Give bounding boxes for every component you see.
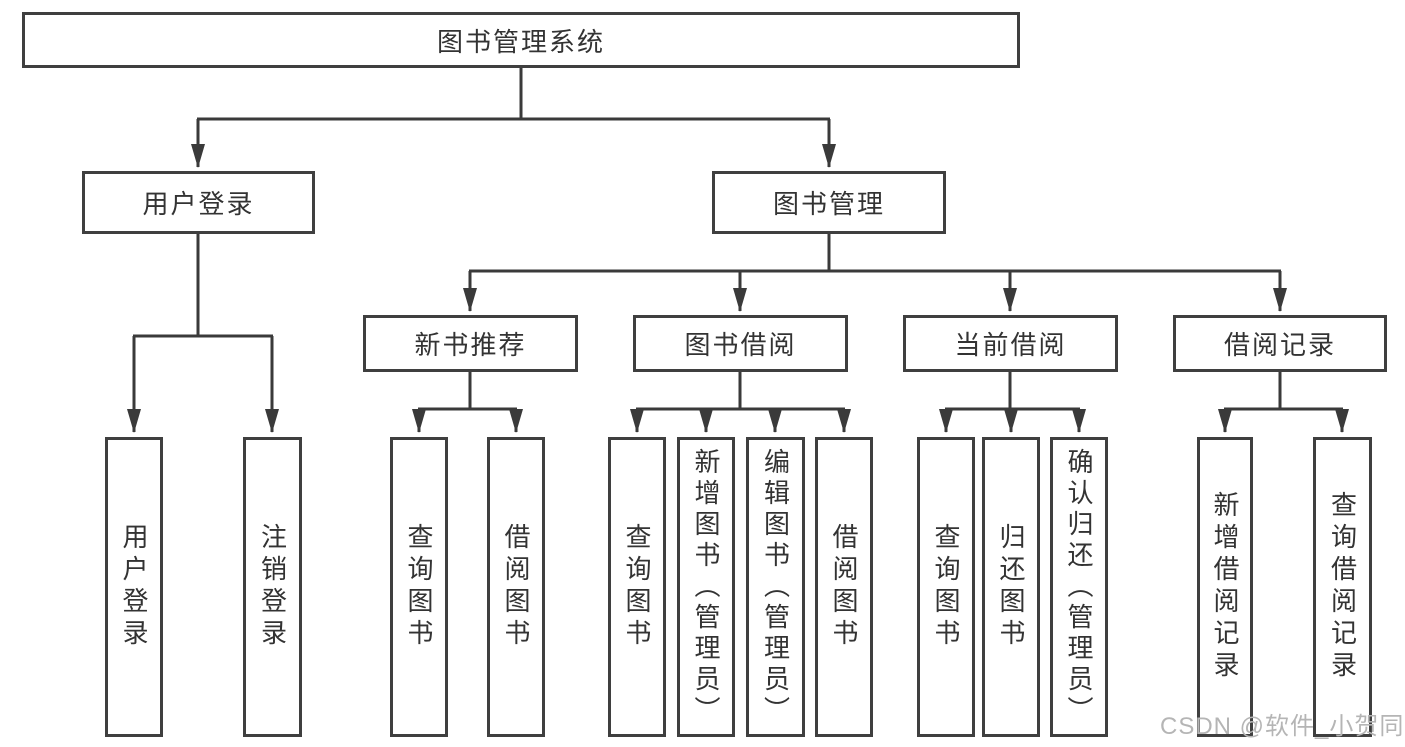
- node-new-book-recommend-label: 新书推荐: [414, 330, 527, 360]
- leaf-edit-books-admin-label: 编辑图书（管理员）: [760, 447, 791, 727]
- leaf-query-books-borrow: 查询图书: [608, 437, 666, 737]
- leaf-confirm-return-admin-label: 确认归还（管理员）: [1064, 447, 1094, 727]
- leaf-edit-books-admin: 编辑图书（管理员）: [746, 437, 805, 737]
- node-current-borrow-label: 当前借阅: [954, 330, 1067, 360]
- leaf-query-books-current-label: 查询图书: [931, 523, 961, 651]
- leaf-borrow-books-recommend-label: 借阅图书: [501, 523, 531, 651]
- leaf-query-borrow-record: 查询借阅记录: [1313, 437, 1372, 737]
- leaf-add-borrow-record: 新增借阅记录: [1197, 437, 1253, 737]
- node-book-borrow-label: 图书借阅: [684, 330, 797, 360]
- leaf-query-books-recommend-label: 查询图书: [404, 523, 434, 651]
- leaf-logout-login-label: 注销登录: [257, 523, 288, 651]
- leaf-add-books-admin: 新增图书（管理员）: [677, 437, 735, 737]
- node-library-system: 图书管理系统: [22, 12, 1020, 68]
- node-library-system-label: 图书管理系统: [436, 26, 605, 57]
- leaf-user-login-label: 用户登录: [119, 523, 149, 651]
- node-user-login-label: 用户登录: [142, 189, 255, 219]
- node-book-management-label: 图书管理: [772, 189, 885, 219]
- node-borrow-records-label: 借阅记录: [1223, 330, 1336, 360]
- leaf-query-books-current: 查询图书: [917, 437, 975, 737]
- leaf-add-borrow-record-label: 新增借阅记录: [1210, 491, 1240, 683]
- node-book-borrow: 图书借阅: [633, 315, 848, 372]
- node-book-management: 图书管理: [712, 171, 946, 234]
- leaf-query-books-borrow-label: 查询图书: [622, 523, 652, 651]
- leaf-borrow-books-recommend: 借阅图书: [487, 437, 545, 737]
- node-borrow-records: 借阅记录: [1173, 315, 1387, 372]
- leaf-add-books-admin-label: 新增图书（管理员）: [691, 447, 721, 727]
- node-current-borrow: 当前借阅: [903, 315, 1118, 372]
- node-new-book-recommend: 新书推荐: [363, 315, 578, 372]
- leaf-return-books: 归还图书: [982, 437, 1040, 737]
- csdn-watermark: CSDN @软件_小贺同学: [1160, 713, 1405, 740]
- leaf-logout-login: 注销登录: [243, 437, 302, 737]
- leaf-user-login: 用户登录: [105, 437, 163, 737]
- leaf-borrow-books-label: 借阅图书: [829, 523, 859, 651]
- node-user-login: 用户登录: [82, 171, 315, 234]
- leaf-query-borrow-record-label: 查询借阅记录: [1327, 491, 1358, 683]
- leaf-query-books-recommend: 查询图书: [390, 437, 448, 737]
- leaf-return-books-label: 归还图书: [996, 523, 1026, 651]
- leaf-borrow-books: 借阅图书: [815, 437, 873, 737]
- leaf-confirm-return-admin: 确认归还（管理员）: [1050, 437, 1108, 737]
